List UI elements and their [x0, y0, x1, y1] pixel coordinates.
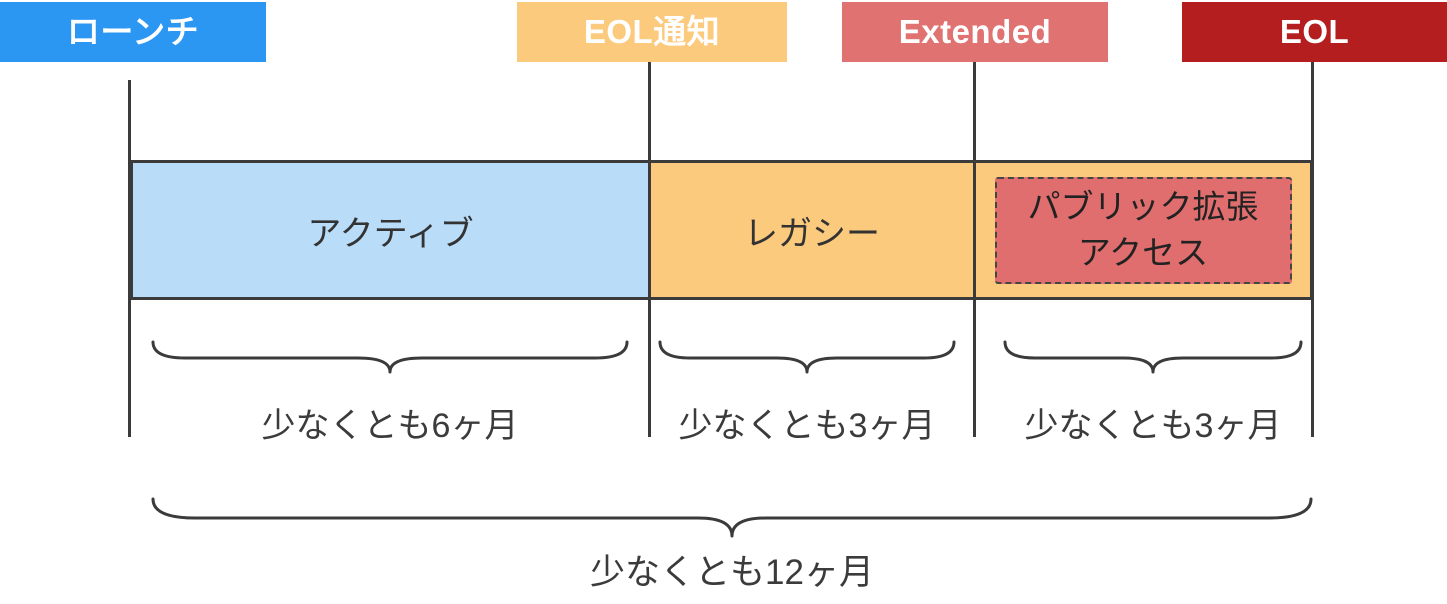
duration-public-extended: 少なくとも3ヶ月: [1024, 407, 1282, 445]
brace-total-duration: [151, 497, 1313, 538]
milestone-eol-notice-label: EOL通知: [517, 2, 787, 62]
milestone-eol-label: EOL: [1182, 2, 1447, 62]
brace-legacy-duration: [658, 340, 956, 374]
public-extended-access-box: パブリック拡張 アクセス: [994, 176, 1292, 284]
launch-marker-line: [128, 80, 131, 437]
milestone-launch-label: ローンチ: [0, 2, 266, 62]
brace-public-extended-duration: [1003, 340, 1303, 374]
duration-active: 少なくとも6ヶ月: [261, 407, 519, 445]
milestone-extended-label: Extended: [842, 2, 1108, 62]
phase-legacy-label: レガシー: [744, 214, 880, 253]
public-extended-access-label: パブリック拡張 アクセス: [1027, 187, 1259, 271]
brace-active-duration: [151, 340, 629, 374]
phase-bar: アクティブ レガシー パブリック拡張 アクセス: [130, 160, 1313, 300]
duration-legacy: 少なくとも3ヶ月: [678, 407, 936, 445]
phase-active-label: アクティブ: [307, 214, 474, 253]
phase-active: アクティブ: [133, 163, 651, 297]
phase-public-extended-container: パブリック拡張 アクセス: [976, 163, 1310, 297]
duration-total: 少なくとも12ヶ月: [590, 553, 874, 592]
phase-legacy: レガシー: [651, 163, 976, 297]
